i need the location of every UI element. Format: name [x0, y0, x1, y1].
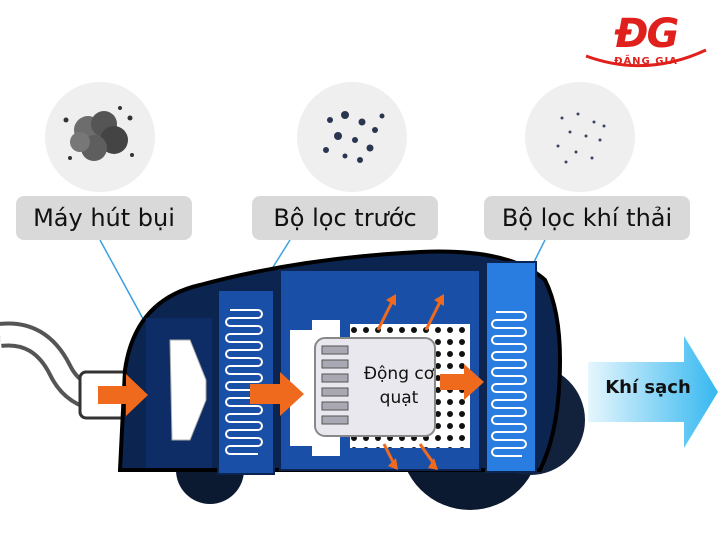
- clean-air-label: Khí sạch: [605, 377, 691, 398]
- dust-cloud-icon: [45, 82, 155, 192]
- pre-filter-coil: [225, 309, 263, 455]
- fine-dust-icon: [297, 82, 407, 192]
- flow-arrow-prefilter: [250, 372, 304, 416]
- flow-arrow-exhaust: [440, 364, 484, 400]
- motor-vents: [321, 345, 349, 425]
- motor-label-line1: Động cơ: [363, 364, 435, 384]
- logo-subtitle: ĐẶNG GIA: [614, 56, 678, 67]
- brand-logo: ĐG ĐẶNG GIA: [582, 12, 710, 74]
- motor-label-line2: quạt: [379, 388, 419, 408]
- exhaust-filter-coil: [491, 311, 527, 457]
- clean-air-arrow: [588, 336, 718, 448]
- label-exhaust-filter: Bộ lọc khí thải: [484, 196, 690, 240]
- scatter-arrows: [376, 294, 444, 470]
- logo-swoosh-icon: [585, 48, 707, 68]
- motor-label: Động cơ quạt: [344, 362, 454, 410]
- logo-mark: ĐG: [614, 11, 680, 57]
- airflow-arrows: [98, 364, 484, 416]
- label-vacuum: Máy hút bụi: [16, 196, 192, 240]
- micro-particles-icon: [525, 82, 635, 192]
- label-pre-filter: Bộ lọc trước: [252, 196, 438, 240]
- intake-nozzle: [169, 339, 207, 441]
- flow-arrow-intake: [98, 374, 148, 416]
